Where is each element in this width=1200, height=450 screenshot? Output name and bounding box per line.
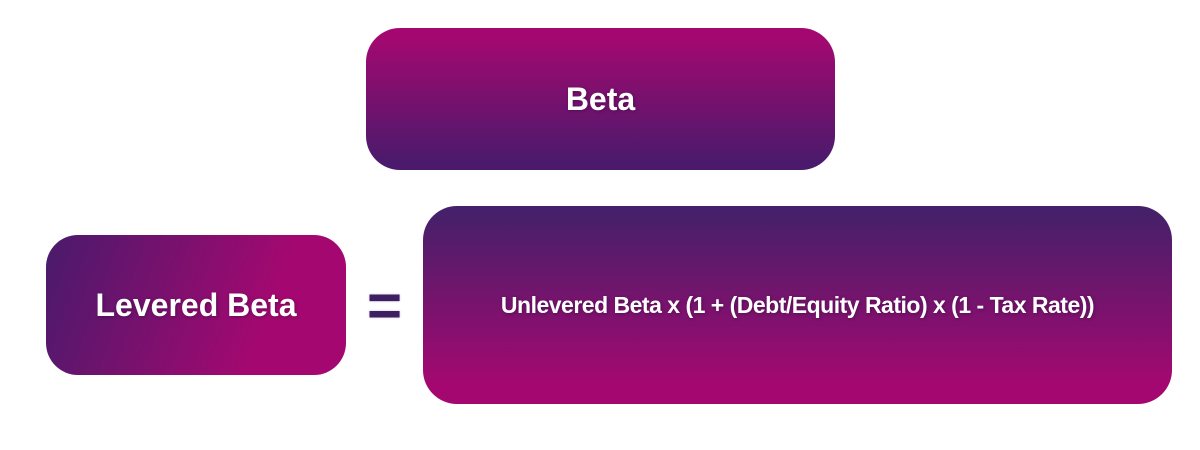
beta-node: Beta bbox=[366, 28, 835, 170]
levered-beta-node-label: Levered Beta bbox=[95, 286, 297, 323]
levered-beta-formula-node: Unlevered Beta x (1 + (Debt/Equity Ratio… bbox=[423, 206, 1172, 404]
levered-beta-node: Levered Beta bbox=[46, 235, 346, 375]
beta-node-label: Beta bbox=[565, 80, 636, 117]
equals-sign: = bbox=[366, 271, 403, 339]
levered-beta-formula-label: Unlevered Beta x (1 + (Debt/Equity Ratio… bbox=[500, 291, 1095, 318]
